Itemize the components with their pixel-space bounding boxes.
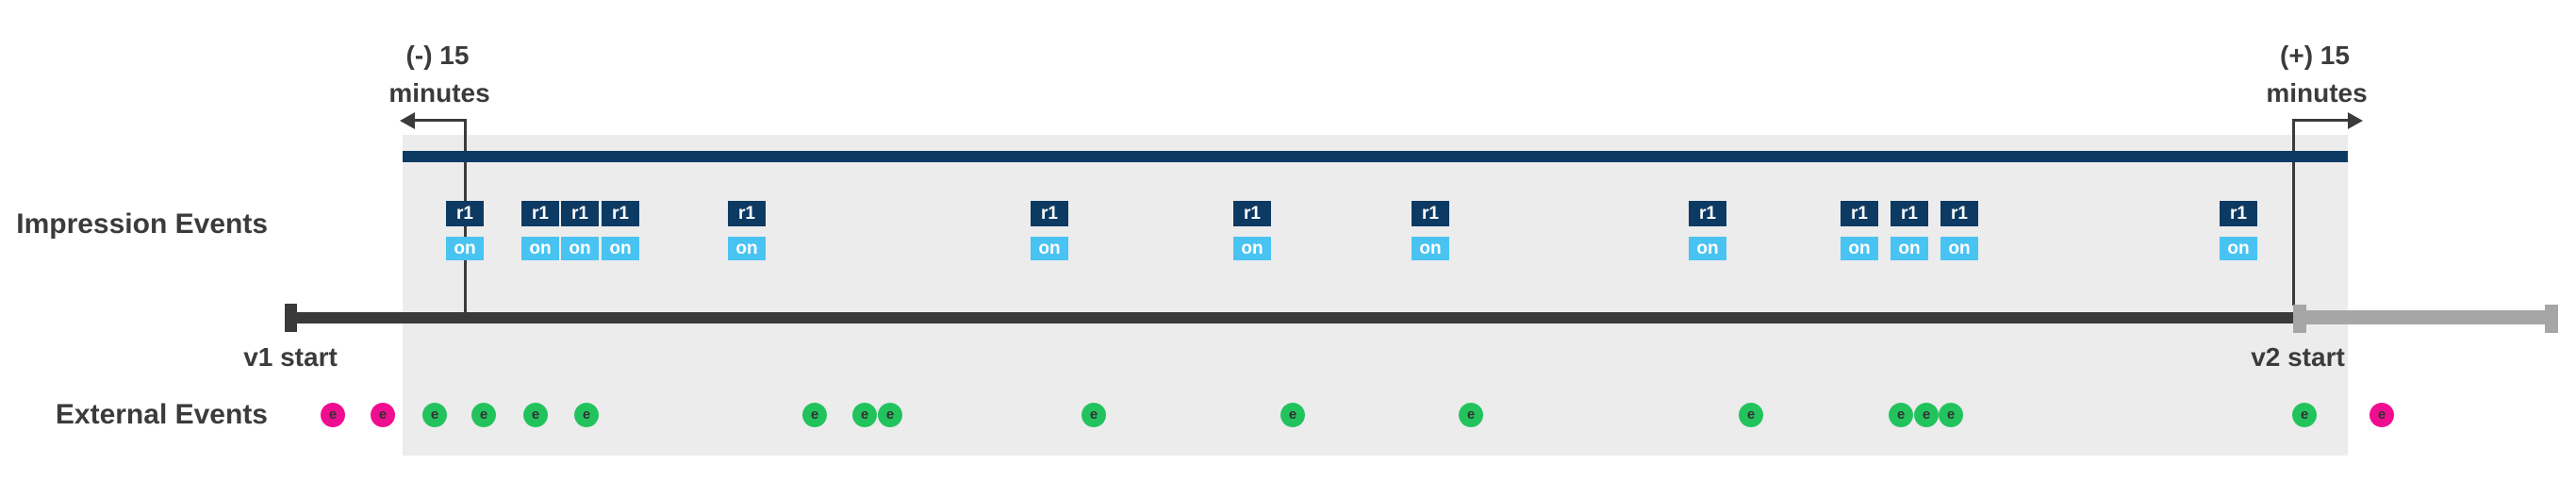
impression-event-box: r1	[1031, 201, 1068, 226]
minus-15-label-line2: minutes	[388, 78, 490, 108]
impression-event-status-box: on	[1940, 237, 1978, 260]
analysis-window-panel	[403, 135, 2348, 456]
plus-15-label-line1: (+) 15	[2280, 41, 2350, 70]
external-event-green: e	[878, 403, 902, 427]
impression-event-status-box: on	[1689, 237, 1726, 260]
external-event-green: e	[574, 403, 599, 427]
impression-event-box: r1	[1412, 201, 1449, 226]
plus-15-arrowhead-icon	[2348, 112, 2363, 129]
external-event-green: e	[1739, 403, 1763, 427]
external-event-green: e	[523, 403, 548, 427]
external-event-green: e	[2292, 403, 2317, 427]
external-event-magenta: e	[321, 403, 345, 427]
plus-15-arrow-line	[2293, 119, 2348, 122]
v1-start-cap	[285, 304, 297, 332]
impression-event-status-box: on	[561, 237, 599, 260]
external-event-green: e	[1914, 403, 1939, 427]
impression-event-box: r1	[728, 201, 766, 226]
external-event-magenta: e	[2370, 403, 2394, 427]
impression-event-status-box: on	[728, 237, 766, 260]
impression-event-status-box: on	[1891, 237, 1928, 260]
external-event-green: e	[852, 403, 877, 427]
v2-end-cap	[2545, 305, 2558, 333]
external-event-magenta: e	[371, 403, 395, 427]
minus-15-label-line1: (-) 15	[405, 41, 470, 70]
plus-15-label-line2: minutes	[2266, 78, 2368, 108]
impression-event-box: r1	[1689, 201, 1726, 226]
impression-event-box: r1	[561, 201, 599, 226]
external-event-green: e	[1280, 403, 1305, 427]
v2-start-label: v2 start	[2251, 342, 2345, 372]
impression-event-box: r1	[1940, 201, 1978, 226]
external-event-green: e	[1082, 403, 1106, 427]
impression-event-status-box: on	[521, 237, 559, 260]
campaign-duration-bar	[403, 151, 2348, 162]
minus-15-arrowhead-icon	[400, 112, 415, 129]
impression-event-box: r1	[602, 201, 639, 226]
impression-event-box: r1	[521, 201, 559, 226]
impression-event-status-box: on	[1841, 237, 1878, 260]
external-event-green: e	[1889, 403, 1913, 427]
external-event-green: e	[471, 403, 496, 427]
impression-event-status-box: on	[1233, 237, 1271, 260]
v1-start-label: v1 start	[243, 342, 338, 372]
minus-15-arrow-line	[413, 119, 466, 122]
impression-event-status-box: on	[1031, 237, 1068, 260]
impression-event-box: r1	[1841, 201, 1878, 226]
external-event-green: e	[422, 403, 447, 427]
external-event-green: e	[1459, 403, 1483, 427]
external-event-green: e	[1939, 403, 1963, 427]
v2-timeline-bar	[2294, 310, 2558, 324]
impression-event-status-box: on	[2220, 237, 2257, 260]
impression-event-box: r1	[446, 201, 484, 226]
impression-event-status-box: on	[1412, 237, 1449, 260]
external-event-green: e	[802, 403, 827, 427]
v1-timeline-bar	[285, 312, 2294, 323]
impression-event-status-box: on	[446, 237, 484, 260]
impression-event-box: r1	[2220, 201, 2257, 226]
impression-event-box: r1	[1233, 201, 1271, 226]
impression-event-status-box: on	[602, 237, 639, 260]
plus-15-marker-line	[2292, 119, 2295, 306]
impression-event-box: r1	[1891, 201, 1928, 226]
v2-start-cap	[2293, 305, 2306, 333]
external-events-row-label: External Events	[55, 399, 268, 430]
impression-events-row-label: Impression Events	[16, 208, 268, 240]
